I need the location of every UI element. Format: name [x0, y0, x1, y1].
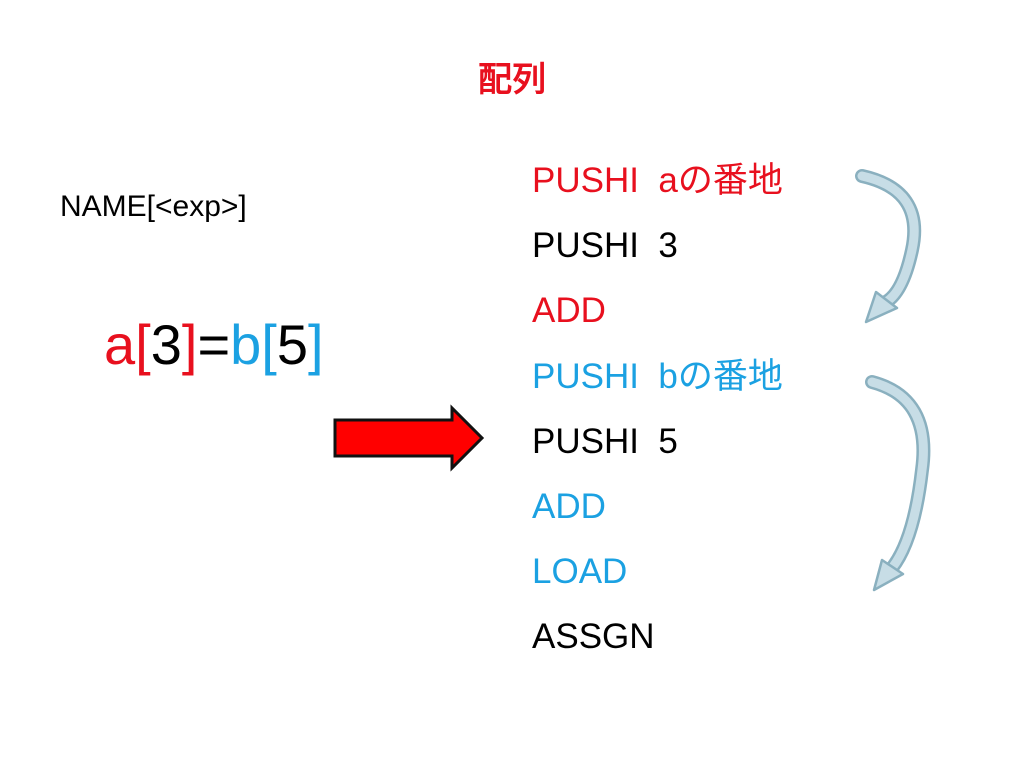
curved-arrow-icon	[865, 375, 931, 592]
expr-part: [	[261, 313, 277, 376]
instruction-line: ASSGN	[532, 617, 655, 656]
expr-part: 3	[150, 313, 182, 376]
instruction-line: ADD	[532, 291, 606, 330]
syntax-rule: NAME[<exp>]	[60, 190, 247, 223]
page-title: 配列	[478, 60, 546, 100]
expr-part: 5	[276, 313, 309, 376]
instruction-line: PUSHI 5	[532, 422, 678, 461]
expr-part: ]	[181, 313, 198, 376]
expr-part: a	[104, 313, 136, 376]
instruction-line: PUSHI aの番地	[532, 161, 783, 200]
expr-part: b	[230, 313, 262, 376]
instruction-line: PUSHI 3	[532, 226, 678, 265]
instruction-line: PUSHI bの番地	[532, 357, 783, 396]
expr-part: ]	[308, 313, 324, 376]
instruction-line: LOAD	[532, 552, 628, 591]
instruction-line: ADD	[532, 487, 606, 526]
array-expression: a[3]=b[5]	[104, 312, 324, 378]
right-arrow-icon	[333, 404, 485, 472]
expr-part: =	[197, 313, 231, 376]
expr-part: [	[135, 313, 151, 376]
curved-arrow-icon	[855, 169, 922, 324]
